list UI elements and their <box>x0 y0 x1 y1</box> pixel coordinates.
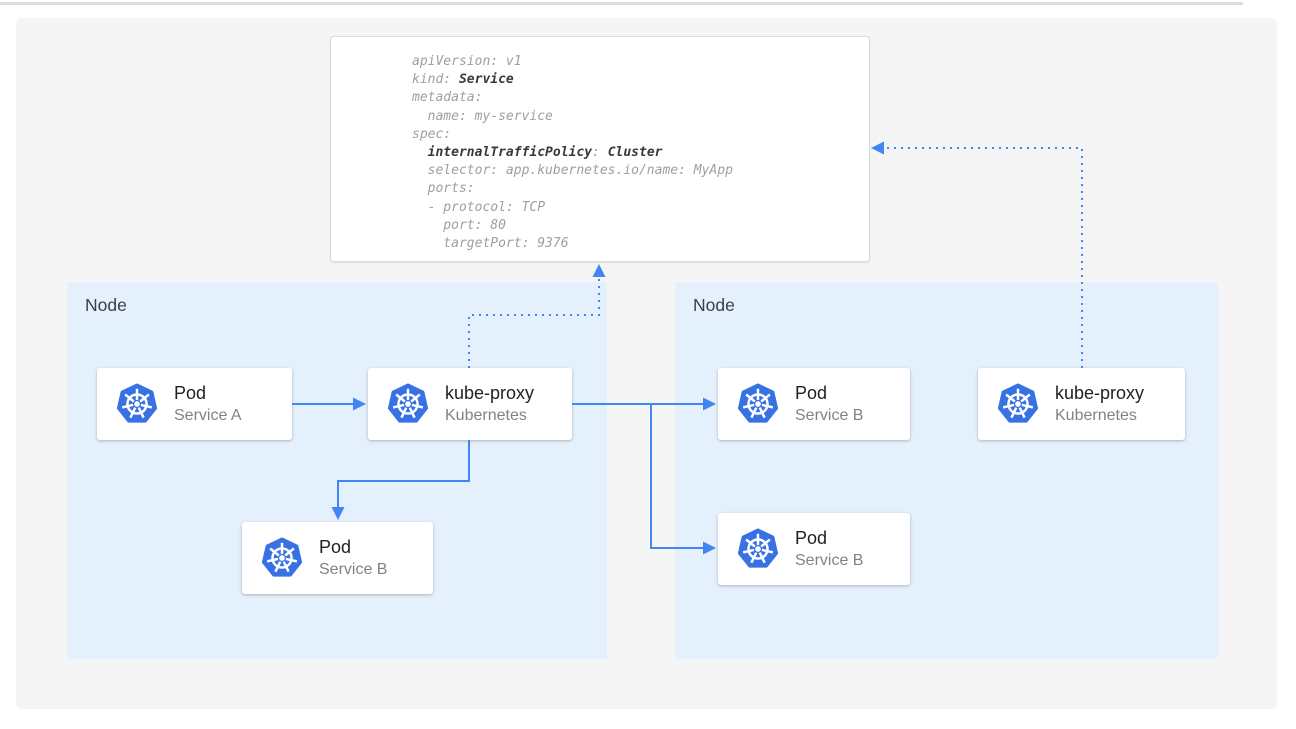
code-line: metadata: <box>412 90 483 106</box>
node-label: Node <box>85 295 127 315</box>
kubernetes-logo-icon <box>736 527 780 571</box>
code-line: targetPort: 9376 <box>412 236 569 252</box>
card-text: kube-proxy Kubernetes <box>445 382 534 426</box>
code-line: spec: <box>412 126 452 142</box>
card-title: Pod <box>319 537 352 557</box>
card-title: Pod <box>795 528 828 548</box>
card-subtitle: Service B <box>795 407 864 424</box>
card-text: Pod Service B <box>319 536 387 580</box>
pod-service-a-card: Pod Service A <box>97 368 292 440</box>
card-title: Pod <box>174 383 207 403</box>
card-title: Pod <box>795 383 828 403</box>
card-title: kube-proxy <box>445 383 535 403</box>
card-title: kube-proxy <box>1055 383 1145 403</box>
card-text: kube-proxy Kubernetes <box>1055 382 1144 426</box>
kubernetes-logo-icon <box>260 536 304 580</box>
kubernetes-logo-icon <box>386 382 430 426</box>
code-line: kind: Service <box>412 72 514 88</box>
node-box-2: Node <box>675 282 1218 659</box>
yaml-manifest-panel: apiVersion: v1 kind: Service metadata: nam… <box>330 36 870 262</box>
code-line: port: 80 <box>412 217 506 233</box>
card-subtitle: Service B <box>795 552 864 569</box>
kube-proxy-card-node1: kube-proxy Kubernetes <box>368 368 572 440</box>
code-line: - protocol: TCP <box>412 199 546 215</box>
yaml-code: apiVersion: v1 kind: Service metadata: nam… <box>412 53 733 253</box>
card-text: Pod Service A <box>174 382 242 426</box>
pod-service-b-card-node2-bottom: Pod Service B <box>718 513 910 585</box>
node-box-1: Node <box>67 282 607 659</box>
pod-service-b-card-node2-top: Pod Service B <box>718 368 910 440</box>
card-text: Pod Service B <box>795 382 863 426</box>
top-divider <box>0 2 1243 5</box>
kubernetes-logo-icon <box>115 382 159 426</box>
code-line: selector: app.kubernetes.io/name: MyApp <box>412 163 733 179</box>
card-subtitle: Service A <box>174 407 242 424</box>
code-line: internalTrafficPolicy: Cluster <box>427 145 663 161</box>
card-subtitle: Kubernetes <box>1055 407 1137 424</box>
card-text: Pod Service B <box>795 527 863 571</box>
pod-service-b-card-node1: Pod Service B <box>242 522 433 594</box>
code-line: name: my-service <box>412 108 553 124</box>
kubernetes-logo-icon <box>996 382 1040 426</box>
kubernetes-logo-icon <box>736 382 780 426</box>
code-line: apiVersion: v1 <box>412 54 522 69</box>
code-line: ports: <box>412 181 475 197</box>
card-subtitle: Service B <box>319 561 388 578</box>
card-subtitle: Kubernetes <box>445 407 527 424</box>
node-label: Node <box>693 295 735 315</box>
kube-proxy-card-node2: kube-proxy Kubernetes <box>978 368 1185 440</box>
